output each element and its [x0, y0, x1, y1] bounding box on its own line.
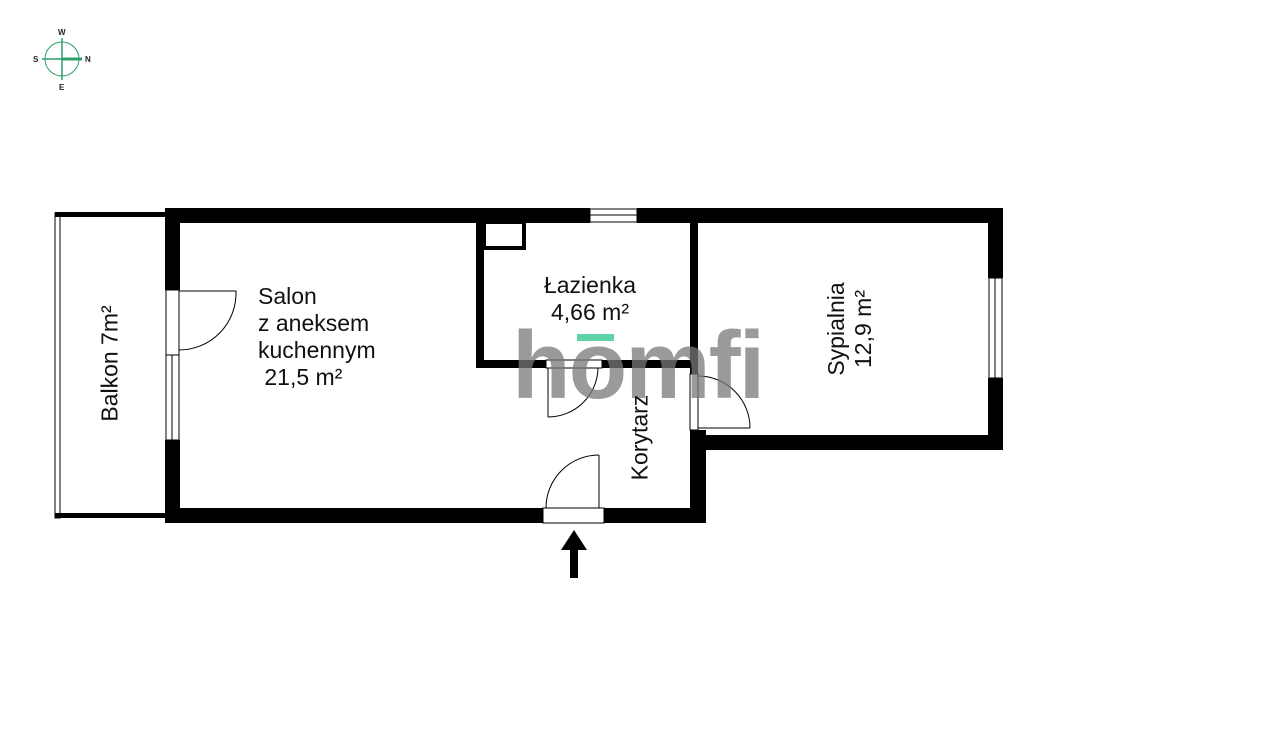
room-label-korytarz: Korytarz [626, 394, 653, 481]
entrance-arrow-icon [561, 530, 587, 578]
room-label-salon: Salon z aneksem kuchennym 21,5 m² [258, 283, 376, 390]
compass-east-label: E [59, 83, 65, 92]
room-label-lazienka: Łazienka 4,66 m² [543, 272, 637, 325]
compass-north-label: N [85, 55, 91, 64]
watermark-logo: homfi [512, 312, 765, 419]
room-label-balkon: Balkon 7m² [96, 305, 123, 422]
balcony [54, 212, 167, 519]
walls [165, 208, 1003, 523]
compass-west-label: W [58, 28, 66, 37]
compass-icon [42, 38, 82, 80]
windows [165, 208, 1003, 441]
compass-south-label: S [33, 55, 39, 64]
doors [165, 289, 751, 524]
room-label-sypialnia: Sypialnia 12,9 m² [823, 282, 876, 376]
watermark-accent [577, 334, 614, 341]
